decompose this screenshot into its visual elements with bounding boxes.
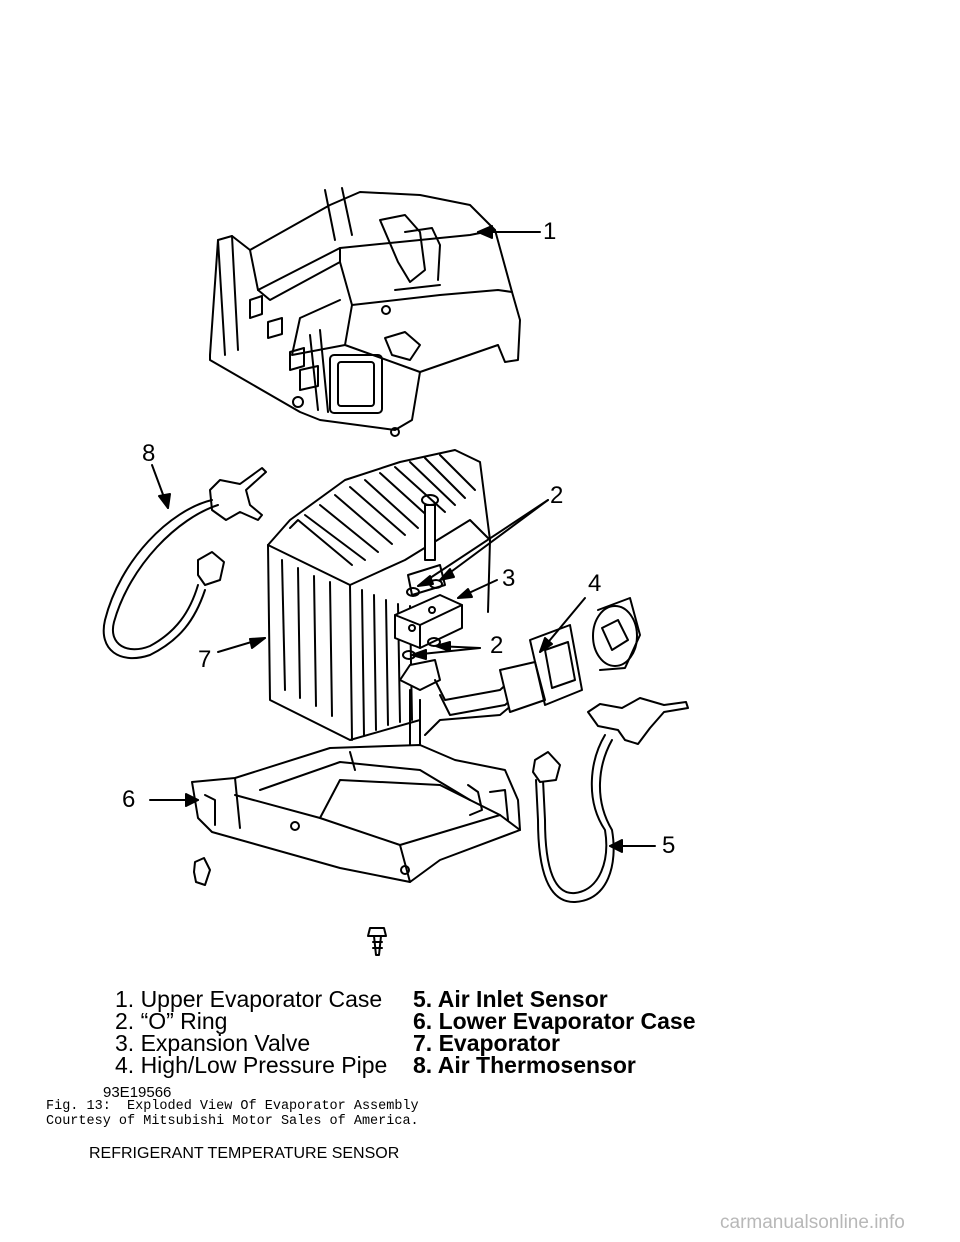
upper-evaporator-case — [209, 187, 521, 437]
lower-evaporator-case — [191, 744, 521, 886]
screw — [367, 927, 387, 956]
evaporator-exploded-diagram — [102, 187, 689, 956]
watermark: carmanualsonline.info — [720, 1212, 905, 1233]
callout-6: 6 — [122, 786, 136, 813]
evaporator-core — [267, 449, 491, 741]
legend-item-7: 7. Evaporator — [413, 1030, 560, 1056]
high-low-pressure-pipe — [399, 597, 641, 763]
figure-caption: Fig. 13: Exploded View Of Evaporator Ass… — [46, 1099, 419, 1114]
legend-item-4: 4. High/Low Pressure Pipe — [115, 1052, 388, 1078]
callout-4: 4 — [588, 570, 602, 597]
callout-7: 7 — [198, 646, 212, 673]
figure-credit: Courtesy of Mitsubishi Motor Sales of Am… — [46, 1114, 419, 1129]
expansion-valve — [394, 494, 463, 649]
legend-item-8: 8. Air Thermosensor — [413, 1052, 636, 1078]
legend-item-1: 1. Upper Evaporator Case — [115, 986, 383, 1012]
callout-8: 8 — [142, 440, 156, 467]
air-inlet-sensor — [532, 697, 689, 904]
air-thermosensor — [102, 467, 267, 660]
callout-2-upper: 2 — [550, 482, 564, 509]
section-heading: REFRIGERANT TEMPERATURE SENSOR — [89, 1145, 400, 1162]
leader-lines — [149, 225, 656, 853]
callout-1: 1 — [543, 218, 557, 245]
callout-5: 5 — [662, 832, 676, 859]
legend-item-2: 2. “O” Ring — [115, 1008, 228, 1034]
legend-item-5: 5. Air Inlet Sensor — [413, 986, 608, 1012]
callout-2-lower: 2 — [490, 632, 504, 659]
figure-code: 93E19566 — [103, 1084, 172, 1101]
legend-item-3: 3. Expansion Valve — [115, 1030, 311, 1056]
legend-item-6: 6. Lower Evaporator Case — [413, 1008, 696, 1034]
callout-3: 3 — [502, 565, 516, 592]
